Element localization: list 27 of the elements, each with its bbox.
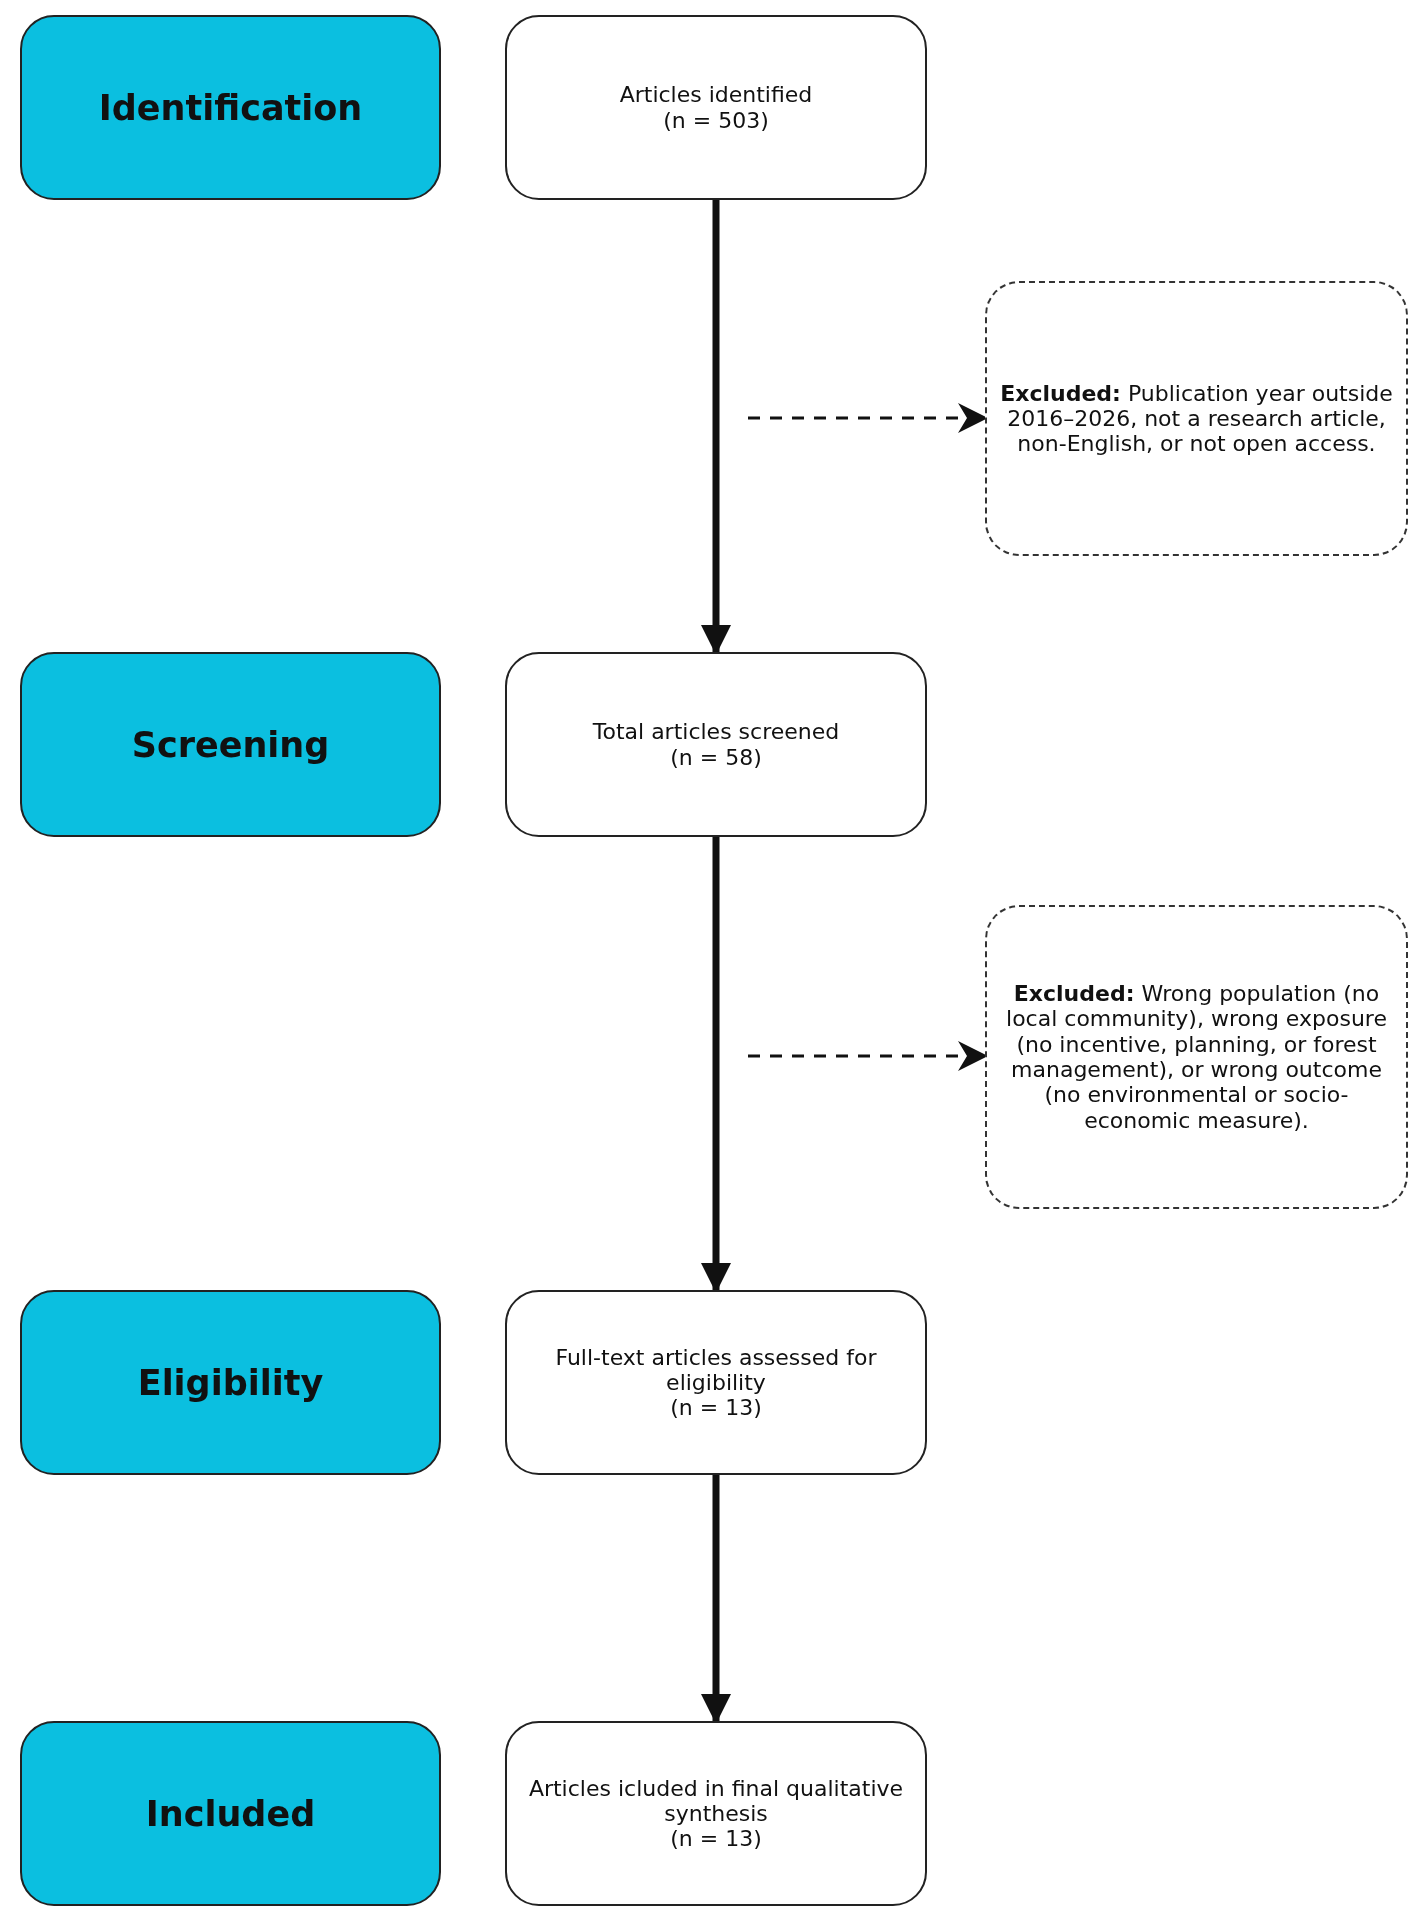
arrow (701, 1475, 731, 1724)
stage-box (20, 1721, 441, 1906)
stage-box (20, 15, 441, 200)
box-text: Full-text articles assessed for eligibility (554, 1344, 878, 1396)
box-text: Total articles screened (592, 719, 840, 745)
exclusion-box (985, 905, 1408, 1209)
stage-box (20, 1290, 441, 1475)
box-text: Articles identified (619, 82, 813, 108)
box-text: Excluded: Publication year outside 2016–2026, not a research article, non-English, or not open access. (999, 380, 1394, 457)
arrow (701, 200, 731, 655)
arrow (701, 837, 731, 1293)
count-text: (n = 503) (663, 107, 769, 133)
count-text: (n = 13) (670, 1826, 762, 1852)
count-text: (n = 13) (670, 1395, 762, 1421)
process-box (505, 15, 927, 200)
stage-label: Eligibility (137, 1362, 324, 1403)
stage-label: Screening (131, 724, 330, 765)
box-text: Excluded: Wrong population (no local community), wrong exposure (no incentive, planning, or forest management), or wrong outcome (no environmental or socio-economic measure). (1005, 981, 1388, 1133)
process-box (505, 1721, 927, 1906)
box-text: Articles icluded in final qualitative synthesis (527, 1775, 905, 1827)
stage-label: Included (145, 1793, 316, 1834)
stage-label: Identification (98, 87, 363, 128)
process-box (505, 652, 927, 837)
count-text: (n = 58) (670, 744, 762, 770)
stage-box (20, 652, 441, 837)
process-box (505, 1290, 927, 1475)
exclusion-box (985, 281, 1408, 556)
